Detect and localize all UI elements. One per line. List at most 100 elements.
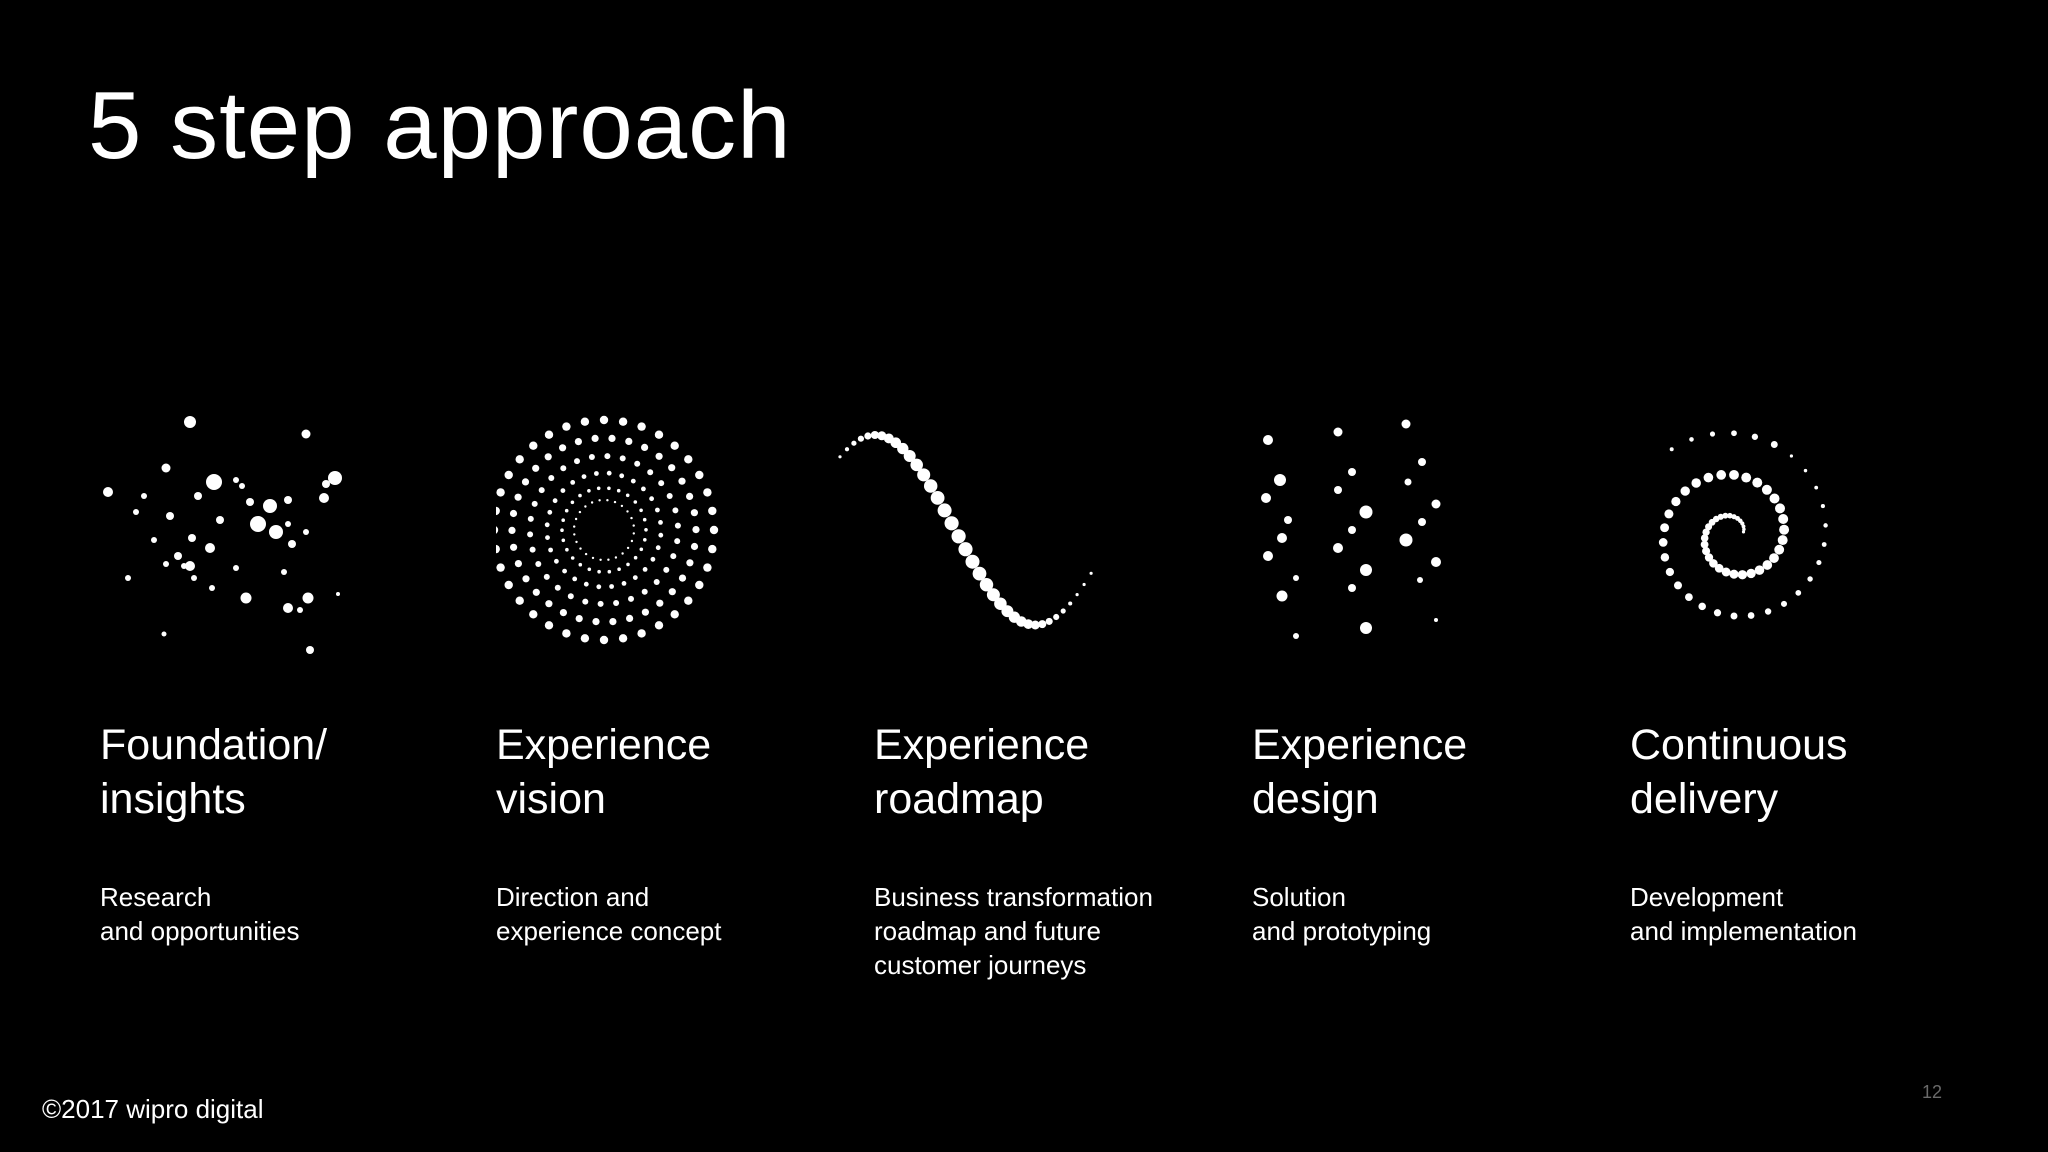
decorative-dot (1045, 617, 1053, 625)
decorative-dot (1680, 486, 1690, 496)
decorative-dot (575, 540, 578, 544)
decorative-dot (574, 517, 578, 521)
decorative-dot (630, 478, 636, 484)
step-heading: Experience design (1252, 721, 1468, 823)
decorative-dot (1721, 567, 1731, 577)
decorative-dot (637, 629, 646, 638)
decorative-dot (594, 471, 599, 476)
decorative-dot (864, 432, 872, 440)
decorative-dot (604, 453, 611, 460)
step-description: Research and opportunities (100, 882, 300, 946)
slide-title: 5 step approach (88, 72, 792, 179)
decorative-dot (570, 500, 575, 505)
decorative-dot (1075, 593, 1079, 597)
decorative-dot (965, 554, 980, 569)
decorative-dot (653, 579, 660, 585)
decorative-dot (1816, 560, 1822, 566)
decorative-dot (606, 470, 612, 476)
decorative-dot (1789, 454, 1793, 458)
decorative-dot (1713, 609, 1722, 617)
decorative-dot (678, 574, 687, 582)
decorative-dot (851, 440, 857, 446)
decorative-dot (544, 453, 552, 461)
decorative-dot (496, 563, 505, 572)
decorative-dot (609, 584, 614, 589)
step-description: Development and implementation (1630, 882, 1857, 946)
decorative-dot (647, 469, 654, 476)
decorative-dot (655, 545, 661, 551)
dot-columns-icon (1252, 400, 1512, 670)
decorative-dot (1038, 620, 1047, 629)
decorative-dot (641, 443, 649, 451)
decorative-dot (504, 580, 513, 590)
decorative-dot (672, 507, 679, 514)
decorative-dot (708, 544, 717, 554)
decorative-dot (1777, 535, 1788, 546)
decorative-dot (587, 489, 591, 493)
decorative-dot (643, 538, 647, 542)
decorative-dot (625, 493, 630, 498)
decorative-dot (1764, 608, 1772, 615)
decorative-dot (578, 562, 583, 567)
decorative-dot (690, 509, 698, 517)
decorative-dot (979, 577, 994, 592)
decorative-dot (650, 556, 656, 562)
dot-columns-svg (1261, 419, 1441, 639)
decorative-dot (1053, 613, 1060, 621)
decorative-dot (545, 535, 550, 540)
decorative-dot (617, 567, 621, 571)
decorative-dot (1722, 512, 1729, 519)
decorative-dot (574, 438, 582, 446)
decorative-dot (1803, 468, 1808, 473)
decorative-dot (527, 515, 534, 522)
decorative-dot (573, 533, 576, 536)
decorative-dot (708, 506, 717, 516)
decorative-dot (574, 458, 580, 465)
decorative-dot (1746, 568, 1756, 579)
decorative-dot (561, 538, 566, 543)
decorative-dot (1741, 472, 1752, 483)
decorative-dot (632, 532, 635, 535)
decorative-dot (1709, 431, 1716, 437)
step-heading: Experience roadmap (874, 721, 1090, 823)
decorative-dot (695, 580, 704, 590)
decorative-dot (937, 503, 952, 518)
footer-copyright: ©2017 wipro digital (42, 1094, 264, 1124)
decorative-dot (618, 634, 628, 643)
step-heading: Experience vision (496, 721, 712, 823)
decorative-dot (674, 538, 681, 545)
decorative-dot (609, 618, 617, 626)
decorative-dot (575, 615, 583, 623)
decorative-dot (632, 524, 635, 527)
decorative-dot (690, 542, 699, 551)
decorative-dot (580, 634, 590, 643)
decorative-dot (670, 441, 679, 450)
decorative-dot (1671, 496, 1681, 507)
decorative-dot (626, 562, 630, 567)
decorative-dot (529, 546, 536, 553)
decorative-dot (532, 588, 540, 596)
decorative-dot (703, 488, 712, 497)
decorative-dot (1769, 493, 1780, 504)
decorative-dot (972, 566, 987, 581)
decorative-dot (986, 588, 1000, 602)
decorative-dot (504, 470, 513, 480)
decorative-dot (951, 529, 966, 544)
decorative-dot (626, 510, 629, 513)
decorative-dot (547, 509, 553, 515)
decorative-dot (1716, 470, 1727, 480)
decorative-dot (1660, 553, 1670, 562)
decorative-dot (1689, 437, 1694, 442)
decorative-dot (1814, 485, 1819, 490)
step-heading: Foundation/ insights (100, 721, 328, 823)
decorative-dot (496, 506, 500, 516)
step-description: Direction and experience concept (496, 882, 722, 946)
decorative-dot (1665, 567, 1675, 577)
decorative-dot (607, 558, 610, 561)
decorative-dot (917, 468, 931, 482)
decorative-dot (634, 460, 641, 467)
decorative-dot (544, 621, 554, 630)
decorative-dot (628, 595, 634, 602)
decorative-dot (521, 478, 530, 486)
decorative-dot (554, 558, 559, 564)
